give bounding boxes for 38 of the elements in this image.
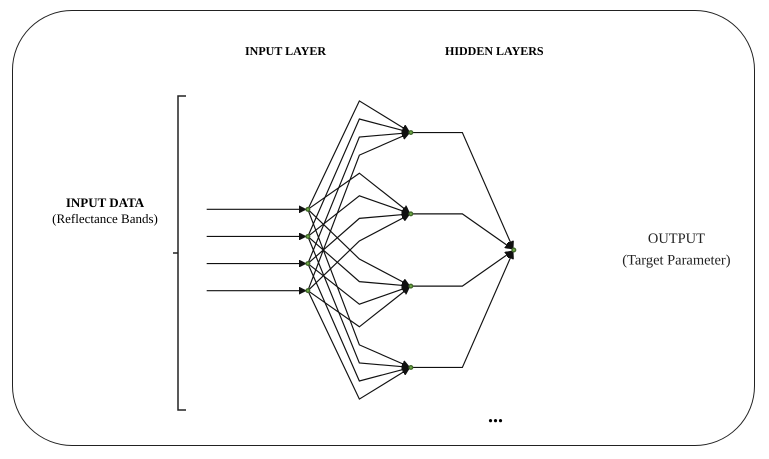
- arrow: [309, 286, 410, 328]
- arrow: [412, 132, 514, 249]
- layer-heading: INPUT LAYER: [245, 44, 326, 59]
- arrow: [308, 118, 410, 236]
- arrow: [412, 250, 513, 287]
- arrow: [308, 132, 410, 290]
- arrow: [412, 251, 514, 368]
- ellipsis: ...: [488, 405, 503, 428]
- arrow: [412, 213, 513, 250]
- arrow: [206, 260, 306, 268]
- node-circle: [408, 130, 414, 136]
- arrow: [308, 210, 410, 263]
- node-circle: [408, 211, 414, 216]
- arrow: [206, 232, 306, 240]
- arrow: [206, 205, 306, 214]
- arrow: [308, 100, 410, 208]
- node-circle: [305, 234, 310, 239]
- arrow: [308, 292, 410, 400]
- node-circle: [408, 284, 414, 289]
- arrow: [308, 264, 410, 305]
- node-circle: [305, 206, 310, 212]
- arrow: [308, 238, 410, 371]
- arrow: [308, 264, 410, 382]
- input-subtitle: (Reflectance Bands): [51, 211, 159, 227]
- layer-heading: HIDDEN LAYERS: [445, 44, 544, 59]
- input-heading: INPUT DATA: [64, 195, 146, 211]
- arrow: [206, 286, 306, 295]
- arrow: [308, 210, 410, 368]
- node-circle: [305, 288, 310, 294]
- arrow: [308, 237, 410, 290]
- node-circle: [408, 364, 414, 370]
- arrow: [309, 172, 410, 214]
- arrow: [308, 195, 410, 236]
- node-circle: [305, 261, 310, 266]
- node-label: OUTPUT: [648, 231, 705, 246]
- node-circle: [511, 248, 516, 252]
- node-label: (Target Parameter): [622, 252, 731, 268]
- arrow: [308, 129, 410, 262]
